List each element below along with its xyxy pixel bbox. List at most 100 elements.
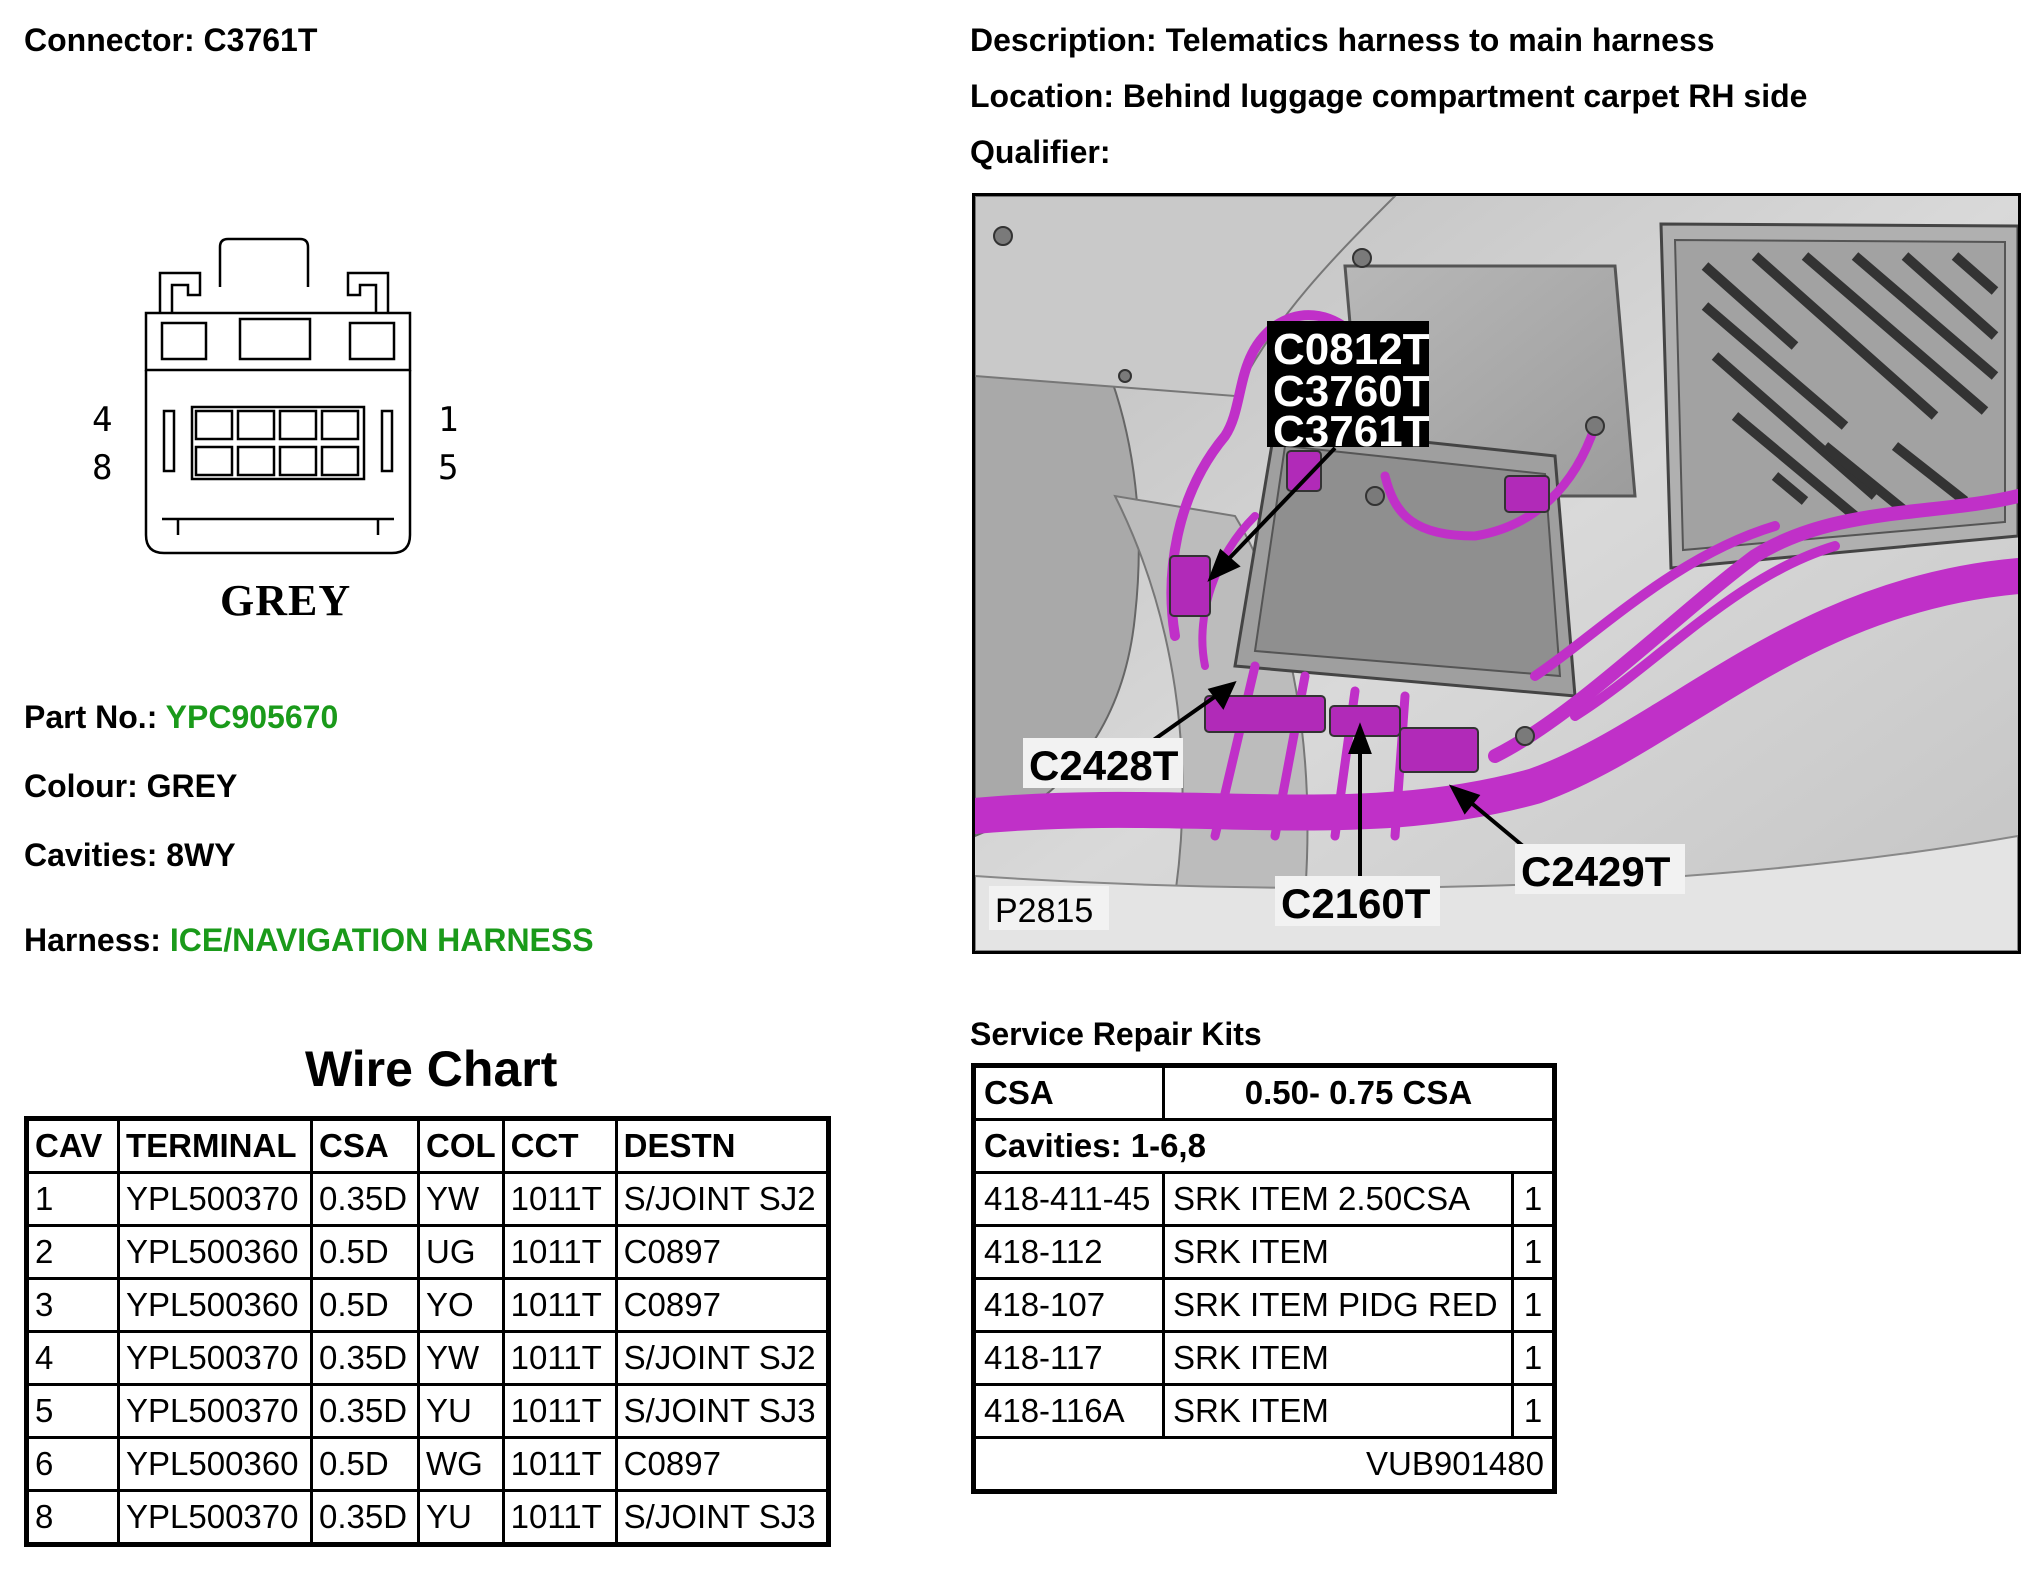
connector-field: Connector: C3761T [24, 22, 317, 59]
part-no-field: Part No.: YPC905670 [24, 699, 338, 736]
srk-footer-row: VUB901480 [972, 1436, 1556, 1493]
cell-cct: 1011T [501, 1330, 618, 1386]
srk-desc: SRK ITEM PIDG RED [1162, 1277, 1514, 1333]
qualifier-field: Qualifier: [970, 134, 1110, 171]
table-row: 2 YPL500360 0.5D UG 1011T C0897 [25, 1224, 830, 1280]
location-photo: C0812T C3760T C3761T C2428T C2160T C2429… [972, 193, 2021, 954]
srk-part: 418-112 [972, 1224, 1165, 1280]
cell-col: YW [417, 1330, 505, 1386]
wiring-harness [975, 310, 2018, 841]
cell-terminal: YPL500360 [117, 1277, 313, 1333]
callout-arrows [1143, 446, 1537, 876]
cell-destn: C0897 [614, 1436, 830, 1492]
cell-cct: 1011T [501, 1383, 618, 1439]
col-header-terminal: TERMINAL [117, 1117, 313, 1174]
col-header-destn: DESTN [614, 1117, 830, 1174]
table-row: 4 YPL500370 0.35D YW 1011T S/JOINT SJ2 [25, 1330, 830, 1386]
srk-qty: 1 [1511, 1224, 1556, 1280]
table-row: 8 YPL500370 0.35D YU 1011T S/JOINT SJ3 [25, 1489, 830, 1546]
description-value: Telematics harness to main harness [1165, 22, 1715, 58]
cell-cct: 1011T [501, 1436, 618, 1492]
description-label: Description: [970, 22, 1157, 58]
cell-destn: S/JOINT SJ2 [614, 1171, 830, 1227]
cell-cct: 1011T [501, 1224, 618, 1280]
callout-c3760t: C3760T [1273, 367, 1430, 416]
connector-label: Connector: [24, 22, 195, 58]
amplifier-unit [1659, 222, 2018, 570]
location-field: Location: Behind luggage compartment car… [970, 78, 1807, 115]
callout-labels: C2428T C2160T C2429T [1023, 738, 1685, 927]
cell-col: YO [417, 1277, 505, 1333]
cell-csa: 0.5D [310, 1436, 420, 1492]
cell-cav: 8 [25, 1489, 120, 1546]
cell-terminal: YPL500370 [117, 1330, 313, 1386]
colour-value: GREY [146, 768, 238, 804]
srk-csa-value: 0.50- 0.75 CSA [1162, 1064, 1556, 1121]
srk-cavities-row: Cavities: 1-6,8 [972, 1118, 1556, 1174]
cell-terminal: YPL500370 [117, 1383, 313, 1439]
part-no-value[interactable]: YPC905670 [165, 699, 339, 735]
table-row: 3 YPL500360 0.5D YO 1011T C0897 [25, 1277, 830, 1333]
wire-chart-title: Wire Chart [305, 1041, 558, 1097]
cell-col: YW [417, 1171, 505, 1227]
srk-part: 418-117 [972, 1330, 1165, 1386]
cell-csa: 0.5D [310, 1277, 420, 1333]
table-row: 5 YPL500370 0.35D YU 1011T S/JOINT SJ3 [25, 1383, 830, 1439]
pin-label-5: 5 [438, 448, 458, 488]
wire-chart-table: CAV TERMINAL CSA COL CCT DESTN 1 YPL5003… [24, 1116, 831, 1547]
srk-table: CSA 0.50- 0.75 CSA Cavities: 1-6,8 418-4… [971, 1063, 1557, 1494]
cell-destn: S/JOINT SJ2 [614, 1330, 830, 1386]
pin-label-1: 1 [438, 400, 458, 440]
location-illustration: C0812T C3760T C3761T C2428T C2160T C2429… [975, 196, 2018, 951]
srk-desc: SRK ITEM 2.50CSA [1162, 1171, 1514, 1227]
cell-destn: C0897 [614, 1277, 830, 1333]
cell-csa: 0.35D [310, 1171, 420, 1227]
table-row: 418-112 SRK ITEM 1 [972, 1224, 1556, 1280]
srk-qty: 1 [1511, 1171, 1556, 1227]
srk-cavities: Cavities: 1-6,8 [972, 1118, 1556, 1174]
srk-desc: SRK ITEM [1162, 1383, 1514, 1439]
cell-destn: S/JOINT SJ3 [614, 1489, 830, 1546]
connector-value: C3761T [203, 22, 318, 58]
srk-desc: SRK ITEM [1162, 1224, 1514, 1280]
table-row: 6 YPL500360 0.5D WG 1011T C0897 [25, 1436, 830, 1492]
cell-cct: 1011T [501, 1489, 618, 1546]
table-row: 418-117 SRK ITEM 1 [972, 1330, 1556, 1386]
table-row: 1 YPL500370 0.35D YW 1011T S/JOINT SJ2 [25, 1171, 830, 1227]
col-header-csa: CSA [310, 1117, 420, 1174]
cell-col: UG [417, 1224, 505, 1280]
wire-chart-header-row: CAV TERMINAL CSA COL CCT DESTN [25, 1117, 830, 1174]
cell-cav: 6 [25, 1436, 120, 1492]
cell-csa: 0.35D [310, 1489, 420, 1546]
srk-footer: VUB901480 [972, 1436, 1556, 1493]
cell-cav: 2 [25, 1224, 120, 1280]
qualifier-label: Qualifier: [970, 134, 1111, 170]
diagram-colour-label: GREY [220, 576, 351, 625]
harness-label: Harness: [24, 922, 161, 958]
col-header-cav: CAV [25, 1117, 120, 1174]
cell-csa: 0.35D [310, 1383, 420, 1439]
cell-terminal: YPL500360 [117, 1224, 313, 1280]
cell-terminal: YPL500370 [117, 1489, 313, 1546]
cell-csa: 0.35D [310, 1330, 420, 1386]
harness-value[interactable]: ICE/NAVIGATION HARNESS [169, 922, 594, 958]
srk-desc: SRK ITEM [1162, 1330, 1514, 1386]
srk-csa-label: CSA [972, 1064, 1165, 1121]
srk-csa-row: CSA 0.50- 0.75 CSA [972, 1064, 1556, 1121]
cell-col: WG [417, 1436, 505, 1492]
cell-csa: 0.5D [310, 1224, 420, 1280]
harness-field: Harness: ICE/NAVIGATION HARNESS [24, 922, 594, 959]
col-header-cct: CCT [501, 1117, 618, 1174]
description-field: Description: Telematics harness to main … [970, 22, 1715, 59]
cell-terminal: YPL500370 [117, 1171, 313, 1227]
pin-label-8: 8 [92, 448, 112, 488]
photo-ref: P2815 [995, 892, 1093, 930]
colour-field: Colour: GREY [24, 768, 237, 805]
callout-box: C0812T C3760T C3761T [1267, 321, 1430, 456]
callout-c2160t: C2160T [1281, 880, 1431, 927]
table-row: 418-116A SRK ITEM 1 [972, 1383, 1556, 1439]
srk-qty: 1 [1511, 1383, 1556, 1439]
cell-cav: 4 [25, 1330, 120, 1386]
cell-cav: 5 [25, 1383, 120, 1439]
cell-col: YU [417, 1489, 505, 1546]
